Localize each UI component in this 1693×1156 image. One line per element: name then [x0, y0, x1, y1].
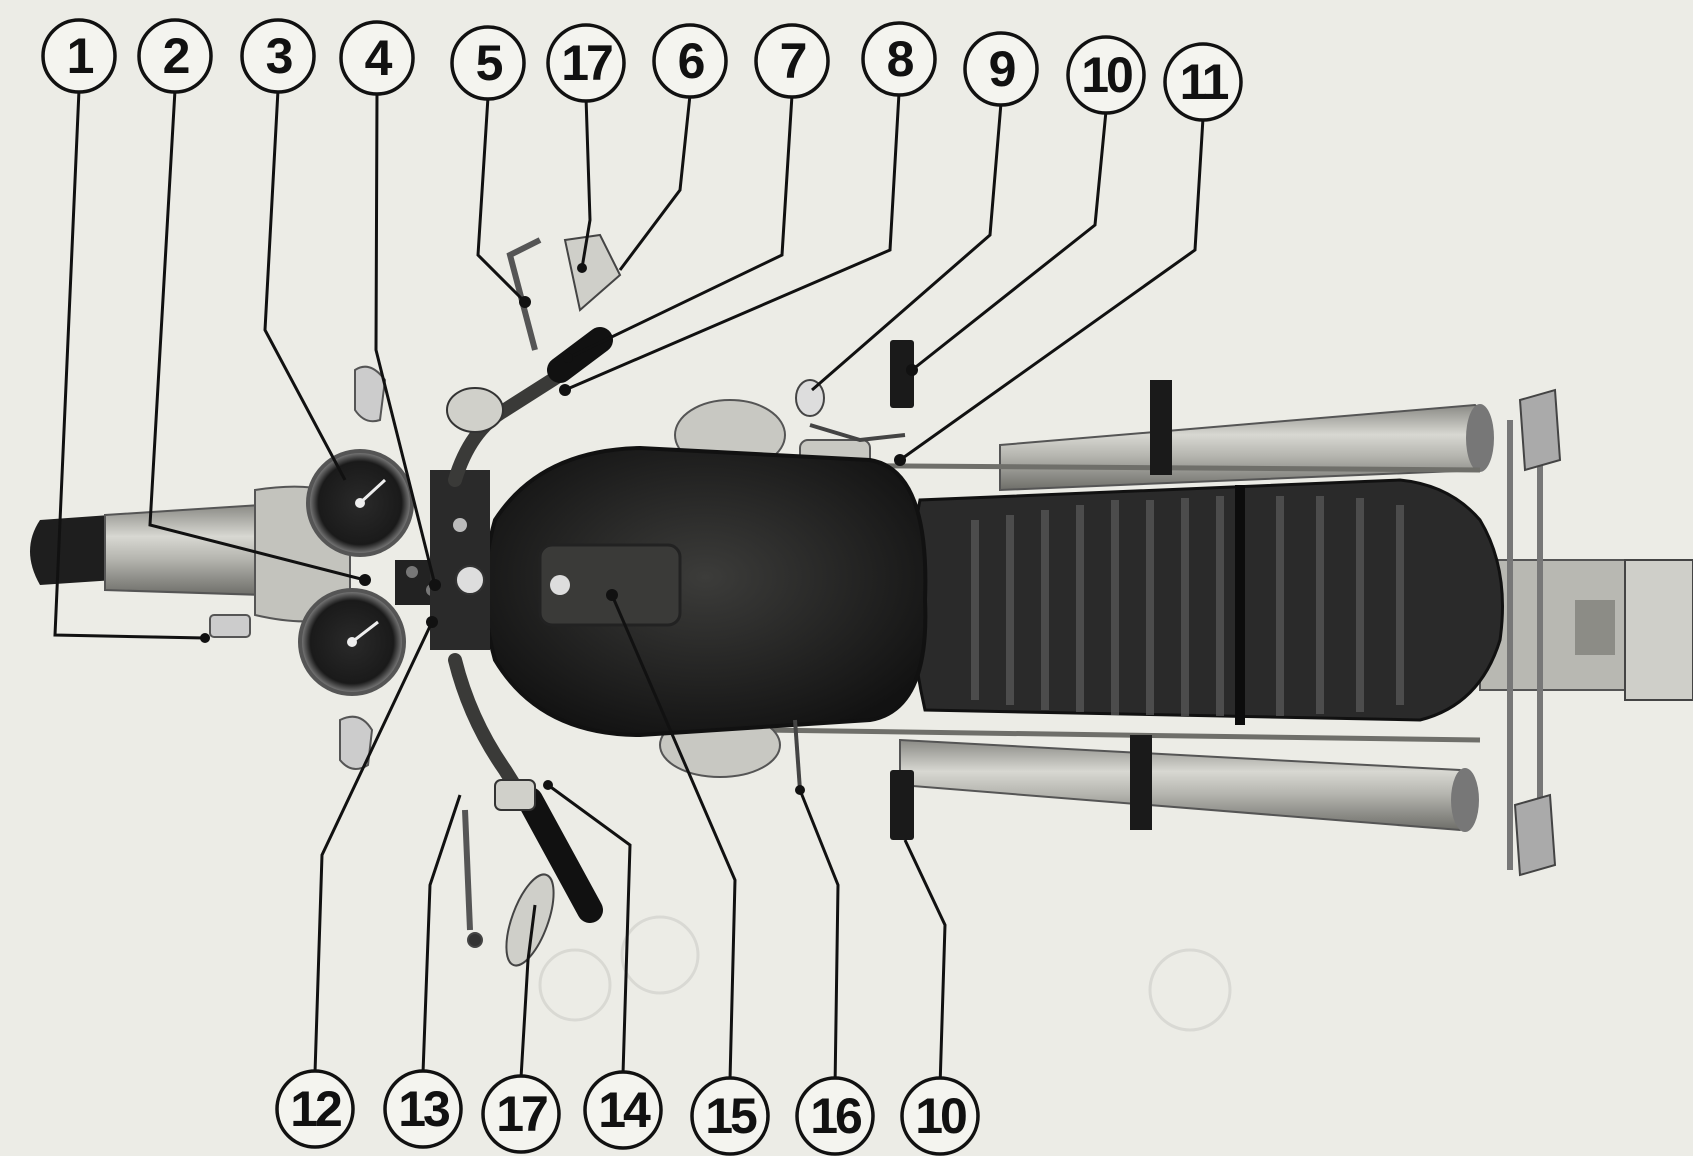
callout-10-bottom-text: 10 — [915, 1088, 966, 1144]
callout-17-top-text: 17 — [561, 35, 612, 91]
callout-7: 7 — [756, 25, 828, 97]
callout-17-bottom: 17 — [483, 1076, 559, 1152]
upper-muffler — [1000, 404, 1494, 490]
leader-14 — [548, 785, 630, 1074]
callout-14: 14 — [585, 1072, 661, 1148]
front-wheel — [30, 487, 350, 622]
callout-10-top-text: 10 — [1081, 47, 1132, 103]
callout-16: 16 — [797, 1078, 873, 1154]
leader-7 — [568, 95, 792, 358]
callout-17-bottom-text: 17 — [496, 1086, 547, 1142]
callout-10-bottom: 10 — [902, 1078, 978, 1154]
callout-11: 11 — [1165, 44, 1241, 120]
bleed-through-marks — [540, 917, 1230, 1030]
callout-1: 1 — [43, 20, 115, 92]
callout-6: 6 — [654, 25, 726, 97]
callout-8: 8 — [863, 23, 935, 95]
tachometer — [300, 590, 404, 694]
leader-13 — [423, 795, 460, 1073]
callout-12: 12 — [277, 1071, 353, 1147]
callout-4: 4 — [341, 22, 413, 94]
callout-1-text: 1 — [67, 28, 94, 84]
callout-4-text: 4 — [365, 30, 393, 86]
leader-6 — [620, 95, 690, 270]
leader-8 — [565, 93, 899, 390]
steering-head — [430, 470, 490, 650]
callout-13: 13 — [385, 1071, 461, 1147]
speedometer — [308, 451, 412, 555]
callout-11-text: 11 — [1180, 54, 1229, 110]
callout-2-text: 2 — [163, 28, 189, 84]
leader-10-top — [912, 111, 1106, 370]
callout-6-text: 6 — [678, 33, 704, 89]
leader-3 — [265, 90, 345, 480]
leader-16 — [800, 790, 838, 1088]
callout-3: 3 — [242, 20, 314, 92]
leader-5 — [478, 97, 525, 302]
callout-15-text: 15 — [705, 1088, 757, 1144]
callout-5: 5 — [452, 27, 524, 99]
callout-7-text: 7 — [780, 33, 806, 89]
callout-8-text: 8 — [887, 31, 914, 87]
callout-5-text: 5 — [476, 35, 503, 91]
callout-16-text: 16 — [810, 1088, 861, 1144]
callout-9-text: 9 — [989, 41, 1015, 97]
callout-10-top: 10 — [1068, 37, 1144, 113]
callout-14-text: 14 — [598, 1082, 651, 1138]
callout-2: 2 — [139, 20, 211, 92]
fuel-tank — [485, 448, 925, 735]
lower-muffler — [900, 740, 1479, 832]
leader-10-bottom — [905, 840, 945, 1087]
callout-15: 15 — [692, 1078, 768, 1154]
callout-12-text: 12 — [290, 1081, 341, 1137]
callout-13-text: 13 — [398, 1081, 449, 1137]
callout-3-text: 3 — [266, 28, 292, 84]
callout-9: 9 — [965, 33, 1037, 105]
callout-17-top: 17 — [548, 25, 624, 101]
